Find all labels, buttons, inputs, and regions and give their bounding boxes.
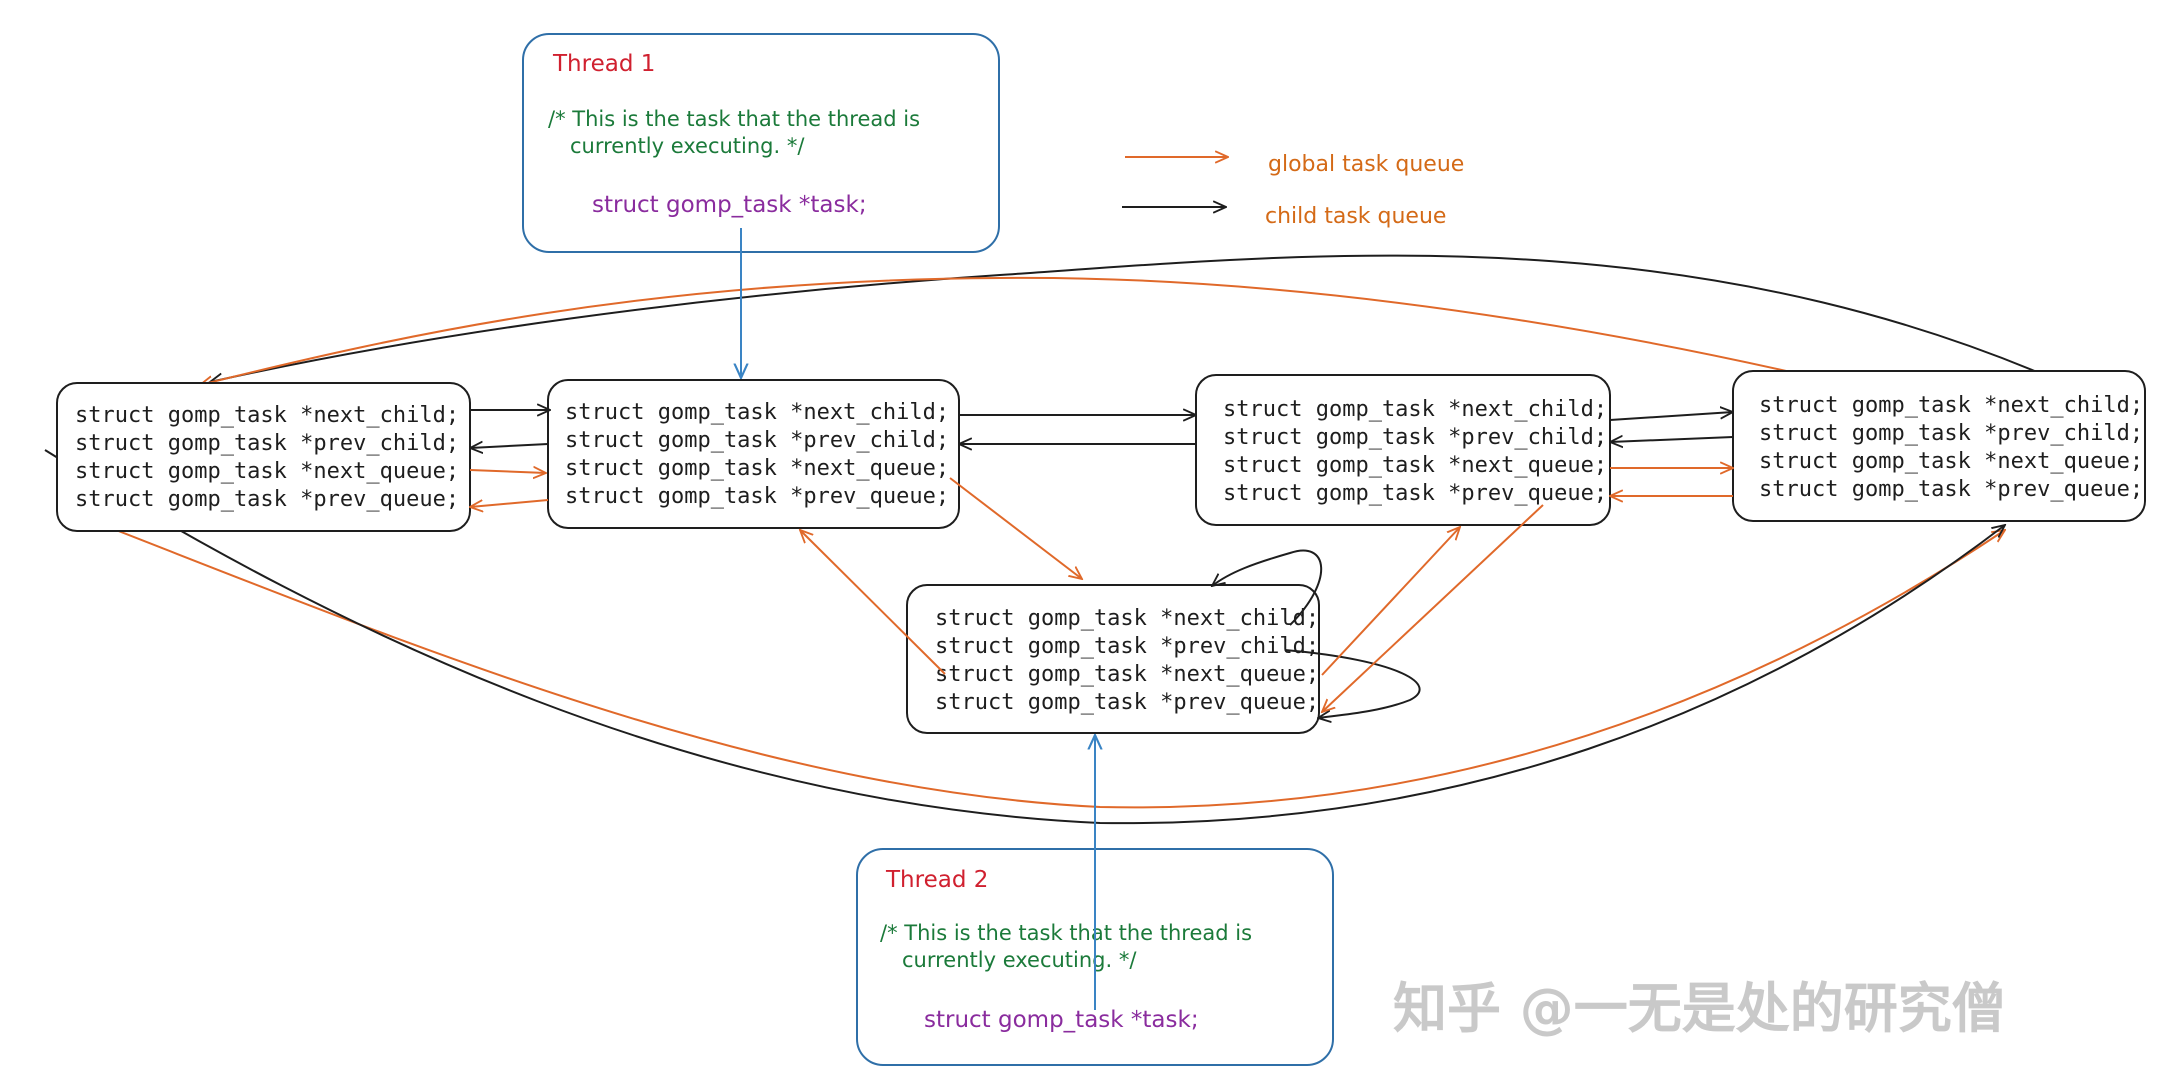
task-node-1-prev-queue: struct gomp_task *prev_queue; <box>75 487 459 512</box>
thread1-comment-line2: currently executing. */ <box>570 134 805 158</box>
thread2-comment-line1: /* This is the task that the thread is <box>880 921 1252 945</box>
legend: global task queue child task queue <box>1122 152 1464 229</box>
task-node-3-prev-child: struct gomp_task *prev_child; <box>1223 425 1607 450</box>
legend-child-label: child task queue <box>1265 204 1446 229</box>
thread1-box: Thread 1 /* This is the task that the th… <box>522 33 1000 253</box>
global-queue-wrap-bottom <box>84 517 2005 809</box>
global-queue-wrap-top <box>200 276 2141 466</box>
watermark: 知乎 @一无是处的研究僧 <box>1393 977 2006 1040</box>
task-node-5-prev-child: struct gomp_task *prev_child; <box>935 634 1319 659</box>
long-curves <box>44 254 2141 825</box>
task-node-2-prev-queue: struct gomp_task *prev_queue; <box>565 484 949 509</box>
global-queue-links <box>470 468 1733 712</box>
task-node-2: struct gomp_task *next_child; struct gom… <box>547 379 960 529</box>
queue-link-2-to-5 <box>949 477 1082 579</box>
task-node-4: struct gomp_task *next_child; struct gom… <box>1732 370 2146 522</box>
queue-link-5-to-2 <box>800 530 946 675</box>
thread2-code: struct gomp_task *task; <box>924 1007 1199 1033</box>
child-link-3-to-4 <box>1609 412 1733 421</box>
child-link-5-self-right <box>1284 649 1421 718</box>
task-node-2-next-queue: struct gomp_task *next_queue; <box>565 456 949 481</box>
task-node-3-next-queue: struct gomp_task *next_queue; <box>1223 453 1607 478</box>
task-node-5-next-queue: struct gomp_task *next_queue; <box>935 662 1319 687</box>
thread1-title: Thread 1 <box>552 51 655 77</box>
task-node-1-next-child: struct gomp_task *next_child; <box>75 403 459 428</box>
task-node-4-prev-child: struct gomp_task *prev_child; <box>1759 421 2143 446</box>
thread1-code: struct gomp_task *task; <box>592 192 867 218</box>
child-queue-wrap-top <box>210 254 2101 401</box>
queue-link-5-to-3 <box>1321 527 1460 676</box>
child-link-4-to-3 <box>1610 437 1734 442</box>
task-node-3: struct gomp_task *next_child; struct gom… <box>1195 374 1611 526</box>
thread1-comment-line1: /* This is the task that the thread is <box>548 107 920 131</box>
thread2-title: Thread 2 <box>885 867 988 893</box>
task-node-5-next-child: struct gomp_task *next_child; <box>935 606 1319 631</box>
task-node-1-prev-child: struct gomp_task *prev_child; <box>75 431 459 456</box>
task-node-4-prev-queue: struct gomp_task *prev_queue; <box>1759 477 2143 502</box>
child-queue-wrap-bottom <box>44 449 2005 825</box>
queue-link-1-to-2 <box>469 470 546 473</box>
task-node-1: struct gomp_task *next_child; struct gom… <box>56 382 471 532</box>
thread2-comment-line2: currently executing. */ <box>902 948 1137 972</box>
task-node-3-next-child: struct gomp_task *next_child; <box>1223 397 1607 422</box>
child-link-5-self-top <box>1212 549 1323 626</box>
task-node-2-next-child: struct gomp_task *next_child; <box>565 400 949 425</box>
task-node-5: struct gomp_task *next_child; struct gom… <box>906 584 1320 734</box>
task-node-4-next-queue: struct gomp_task *next_queue; <box>1759 449 2143 474</box>
task-node-1-next-queue: struct gomp_task *next_queue; <box>75 459 459 484</box>
legend-global-label: global task queue <box>1268 152 1464 177</box>
task-node-5-prev-queue: struct gomp_task *prev_queue; <box>935 690 1319 715</box>
queue-link-3-to-5 <box>1322 504 1544 712</box>
child-queue-links <box>470 410 1733 718</box>
task-node-2-prev-child: struct gomp_task *prev_child; <box>565 428 949 453</box>
task-node-4-next-child: struct gomp_task *next_child; <box>1759 393 2143 418</box>
task-node-3-prev-queue: struct gomp_task *prev_queue; <box>1223 481 1607 506</box>
child-link-2-to-1 <box>470 444 549 448</box>
queue-link-2-to-1 <box>470 499 549 507</box>
